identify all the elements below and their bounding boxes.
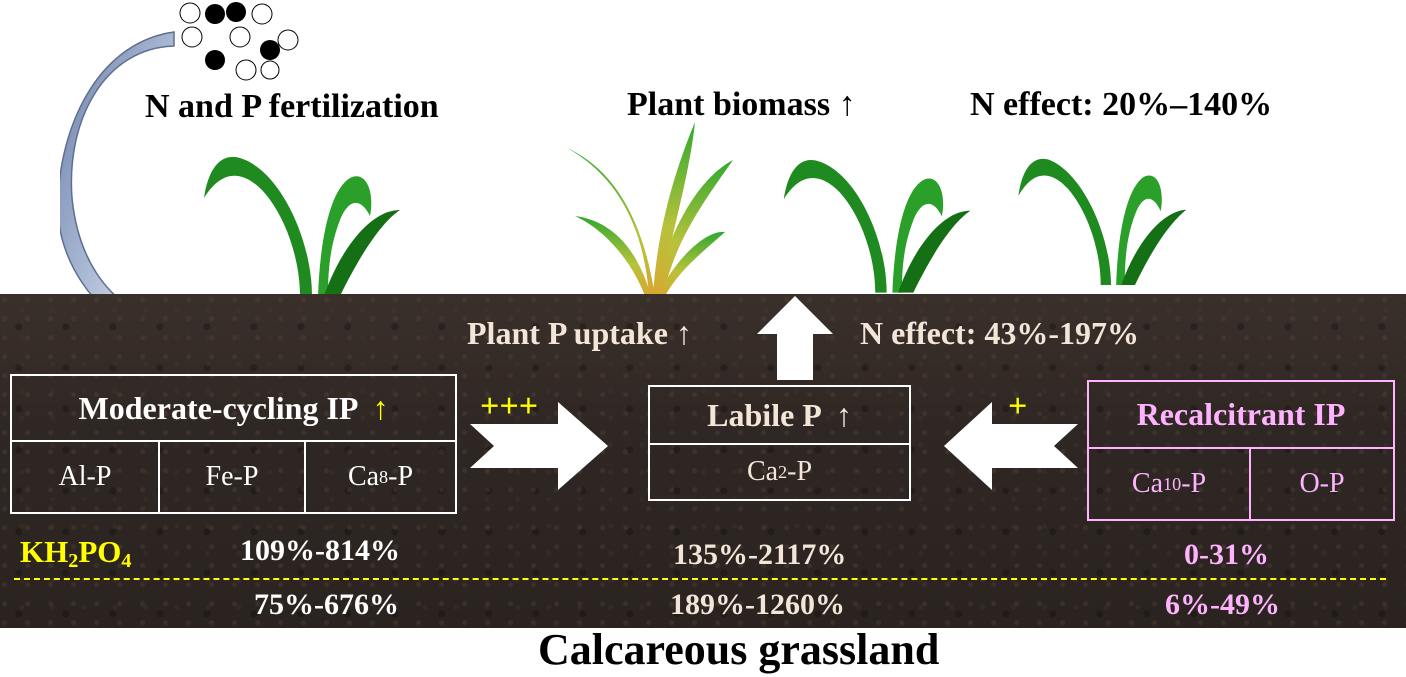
yellowing-plant-icon (567, 122, 733, 296)
fertilization-label: N and P fertilization (145, 88, 439, 125)
uptake-effect-label: N effect: 43%-197% (860, 315, 1139, 351)
increase-arrow-icon: ↑ (835, 396, 852, 433)
labile-row2-percent: 189%-1260% (670, 588, 845, 621)
al-p-cell: Al-P (12, 442, 160, 512)
uptake-up-arrow-icon (757, 296, 833, 380)
plant-p-uptake-label: Plant P uptake ↑ (467, 315, 692, 351)
plant-biomass-label: Plant biomass ↑ (627, 86, 856, 123)
weak-positive-relation-label: + (1008, 388, 1028, 425)
soil-background (0, 294, 1406, 628)
labile-kh2po4-percent: 135%-2117% (673, 538, 847, 571)
grass-plant-icon (783, 160, 971, 293)
left-arrow-icon (944, 402, 1078, 490)
caption: Calcareous grassland (538, 625, 940, 674)
moderate-cycling-ip-title: Moderate-cycling IP ↑ (12, 376, 455, 442)
biomass-effect-label: N effect: 20%–140% (970, 86, 1273, 123)
right-arrow-icon (470, 402, 608, 490)
recalcitrant-kh2po4-percent: 0-31% (1184, 538, 1269, 571)
moderate-kh2po4-percent: 109%-814% (240, 534, 400, 567)
strong-positive-relation-label: +++ (480, 388, 539, 425)
increase-arrow-icon: ↑ (372, 389, 389, 426)
o-p-cell: O-P (1299, 468, 1345, 499)
labile-p-title: Labile P ↑ (650, 387, 909, 445)
kh2po4-label: KH2PO4 (20, 534, 132, 573)
fertilization-curved-arrow-icon (60, 31, 180, 340)
recalcitrant-row2-percent: 6%-49% (1165, 588, 1280, 621)
moderate-row2-percent: 75%-676% (254, 588, 399, 621)
dashed-divider (14, 578, 1386, 580)
fertilizer-granules-icon (179, 2, 299, 81)
grass-plant-icon (204, 156, 400, 296)
grass-plant-icon (1018, 158, 1187, 285)
fe-p-cell: Fe-P (160, 442, 306, 512)
recalcitrant-ip-title: Recalcitrant IP (1089, 382, 1393, 449)
